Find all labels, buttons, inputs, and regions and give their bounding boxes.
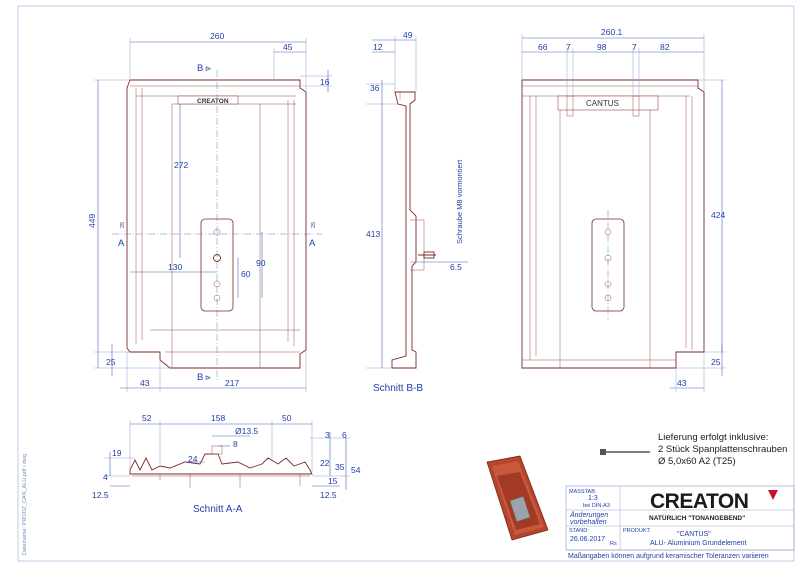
stand-code: Rs (610, 541, 617, 547)
front-channel (171, 104, 261, 368)
dim-aa-35: 35 (335, 462, 345, 472)
dim-front-16: 16 (320, 77, 330, 87)
section-bb-outline (391, 91, 417, 369)
dim-front-130: 130 (168, 262, 182, 272)
dim-aa-8: 8 (233, 439, 238, 449)
delivery-line-1: Lieferung erfolgt inklusive: (658, 432, 768, 443)
product-desc: ALU- Aluminium Grundelement (650, 540, 747, 547)
dim-aa-3: 3 (325, 430, 330, 440)
scale-label: MASSTAB: (569, 489, 597, 495)
dim-front-272: 272 (174, 160, 188, 170)
dim-aa-12-5b: 12.5 (320, 490, 337, 500)
side-filename: Dateiname: PRODZ_CAN_ALU.pdf / dwg (22, 454, 28, 555)
dim-bb-12: 12 (373, 42, 383, 52)
dim-aa-4: 4 (103, 472, 108, 482)
dim-front-25: 25 (106, 357, 116, 367)
dim-back-25: 25 (711, 357, 721, 367)
front-view: CREATON 260 45 16 449 272 130 60 (87, 31, 332, 392)
delivery-line-3: Ø 5,0x60 A2 (T25) (658, 456, 736, 467)
product-name: "CANTUS" (677, 531, 711, 538)
changes-line-2: vorbehalten (570, 519, 607, 526)
scale-value: 1:3 (588, 495, 598, 502)
dim-aa-6: 6 (342, 430, 347, 440)
svg-text:⊳: ⊳ (205, 373, 211, 382)
brand-tagline: NATÜRLICH "TONANGEBEND" (649, 513, 745, 522)
dim-front-90: 90 (256, 258, 266, 268)
section-mark-a-left-small: 25 (120, 222, 126, 228)
section-mark-a-left: A (118, 238, 125, 249)
dim-aa-52: 52 (142, 413, 152, 423)
back-clip-left (566, 95, 574, 117)
svg-text:⊳: ⊳ (205, 64, 211, 73)
front-logo-text: CREATON (197, 98, 229, 105)
dim-bb-49: 49 (403, 30, 413, 40)
dim-back-7b: 7 (632, 42, 637, 52)
dim-front-260: 260 (210, 31, 224, 41)
changes-line-1: Änderungen (569, 511, 608, 519)
dim-aa-19: 19 (112, 448, 122, 458)
dim-back-43: 43 (677, 378, 687, 388)
title-block: MASSTAB: 1:3 bei DIN-A3 Änderungen vorbe… (565, 485, 795, 560)
dim-back-82: 82 (660, 42, 670, 52)
dim-back-66: 66 (538, 42, 548, 52)
dim-front-449: 449 (87, 214, 97, 228)
dim-front-60: 60 (241, 269, 251, 279)
dim-bb-413: 413 (366, 229, 380, 239)
section-aa-detail (132, 474, 310, 488)
stand-value: 26.06.2017 (570, 536, 605, 543)
dim-aa-15: 15 (328, 476, 338, 486)
dim-back-98: 98 (597, 42, 607, 52)
section-aa-title: Schnitt A-A (193, 504, 243, 515)
section-mark-b-top: B (197, 63, 203, 74)
back-clip-right (632, 95, 640, 117)
stand-label: STAND: (569, 528, 589, 534)
front-logo-strip (177, 95, 239, 105)
section-aa-boss (211, 445, 223, 455)
section-mark-a-right: A (309, 238, 316, 249)
dim-front-45: 45 (283, 42, 293, 52)
dim-aa-13-5: Ø13.5 (235, 426, 258, 436)
back-brand-label: CANTUS (586, 99, 619, 108)
back-view: CANTUS 260.1 66 7 98 7 82 424 25 43 (521, 27, 726, 392)
front-ribs (135, 88, 295, 346)
section-mark-a-right-small: 25 (311, 222, 317, 228)
dim-back-7a: 7 (566, 42, 571, 52)
brand-mark (768, 490, 778, 500)
dim-front-217: 217 (225, 378, 239, 388)
product-label: PRODUKT: (623, 528, 651, 534)
section-aa-outline (129, 453, 313, 475)
section-mark-b-bottom: B (197, 372, 203, 383)
dim-aa-24: 24 (188, 454, 198, 464)
dim-aa-50: 50 (282, 413, 292, 423)
dim-back-260-1: 260.1 (601, 27, 623, 37)
front-outline (126, 79, 307, 369)
scale-note: bei DIN-A3 (583, 503, 610, 509)
section-bb-title: Schnitt B-B (373, 383, 423, 394)
delivery-note: Lieferung erfolgt inklusive: 2 Stück Spa… (600, 432, 787, 467)
dim-aa-54: 54 (351, 465, 361, 475)
section-bb-view: 49 12 36 413 6.5 Schraube M8 vormontiert… (366, 30, 468, 394)
back-channel (522, 96, 676, 368)
dim-aa-22: 22 (320, 458, 330, 468)
dim-bb-36: 36 (370, 83, 380, 93)
brand-logo: CREATON (650, 490, 748, 513)
front-bottom-lines (150, 329, 300, 353)
dim-aa-12-5a: 12.5 (92, 490, 109, 500)
section-aa-view: 52 158 50 Ø13.5 8 24 19 4 12.5 3 6 22 35… (92, 413, 361, 515)
dim-aa-158: 158 (211, 413, 225, 423)
dim-back-424: 424 (711, 210, 725, 220)
section-bb-detail (399, 92, 425, 271)
disclaimer: Maßangaben können aufgrund keramischer T… (568, 553, 769, 560)
dim-bb-6-5: 6.5 (450, 262, 462, 272)
screw-label: Schraube M8 vormontiert (455, 159, 464, 244)
tile-product-image (486, 455, 549, 541)
dim-front-43: 43 (140, 378, 150, 388)
sheet-frame (17, 5, 795, 562)
delivery-line-2: 2 Stück Spanplattenschrauben (658, 444, 787, 455)
